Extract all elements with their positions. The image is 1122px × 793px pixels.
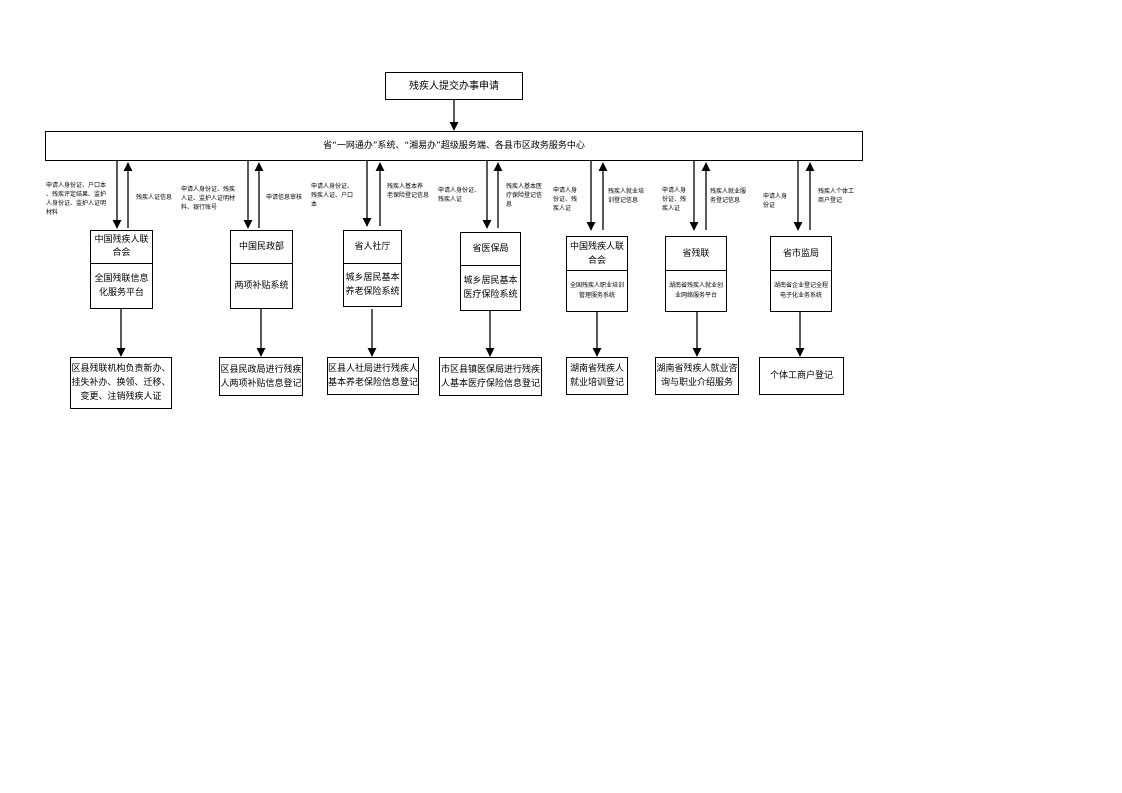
dept-box-col6: 省残联 湖南省残疾人就业创 业网络服务平台 — [665, 236, 727, 312]
system-name: 湖南省残疾人就业创 业网络服务平台 — [668, 282, 723, 299]
system-name: 湖南省企业登记全程 电子化业务系统 — [773, 282, 828, 299]
dept-name: 省市监局 — [771, 237, 831, 271]
dept-name: 中国残疾人联 合会 — [567, 237, 627, 271]
down-label-col7: 申请人身 份证 — [763, 193, 788, 209]
result-label: 湖南省残疾人就业咨 询与职业介绍服务 — [656, 364, 738, 388]
down-label-col2: 申请人身份证、残疾 人证、监护人证明材 料、银行账号 — [181, 186, 236, 211]
result-box-col4: 市区县镇医保局进行残疾 人基本医疗保险信息登记 — [439, 357, 542, 396]
system-name: 城乡居民基本 养老保险系统 — [345, 273, 400, 297]
system-name: 全国残疾人职业培训 管理服务系统 — [569, 282, 624, 299]
result-label: 区县人社局进行残疾人 基本养老保险信息登记 — [328, 364, 419, 388]
up-label-col6: 残疾人就业服 务登记信息 — [710, 188, 747, 204]
dept-name: 省人社厅 — [344, 231, 401, 264]
system-name: 全国残联信息 化服务平台 — [94, 274, 149, 298]
result-label: 区县民政局进行残疾 人两项补贴信息登记 — [220, 364, 302, 389]
dept-name: 中国残疾人联 合会 — [91, 231, 152, 264]
up-label-col1: 残疾人证信息 — [136, 194, 173, 201]
down-label-col5: 申请人身 份证、残 疾人证 — [553, 187, 578, 212]
dept-name: 中国民政部 — [231, 231, 292, 264]
submit-request-box: 残疾人提交办事申请 — [385, 72, 523, 100]
result-label: 市区县镇医保局进行残疾 人基本医疗保险信息登记 — [440, 364, 540, 389]
down-label-col3: 申请人身份证、 残疾人证、户口 本 — [311, 183, 354, 208]
result-box-col6: 湖南省残疾人就业咨 询与职业介绍服务 — [655, 357, 739, 395]
system-name: 两项补贴系统 — [234, 281, 289, 291]
dept-box-col7: 省市监局 湖南省企业登记全程 电子化业务系统 — [770, 236, 832, 312]
dept-box-col3: 省人社厅 城乡居民基本 养老保险系统 — [343, 230, 402, 307]
down-label-col1: 申请人身份证、户口本 、残疾评定结果、监护 人身份证、监护人证明 材料 — [46, 182, 107, 216]
down-label-col6: 申请人身 份证、残 疾人证 — [662, 187, 687, 212]
result-label: 区县残联机构负责新办、 挂失补办、换领、迁移、 变更、注销残疾人证 — [71, 364, 171, 402]
submit-request-label: 残疾人提交办事申请 — [409, 80, 499, 92]
dept-box-col4: 省医保局 城乡居民基本 医疗保险系统 — [460, 232, 521, 311]
up-label-col3: 残疾人基本养 老保险登记信息 — [387, 183, 430, 199]
up-label-col4: 残疾人基本医 疗保险登记信 息 — [506, 183, 543, 208]
result-label: 个体工商户登记 — [769, 371, 833, 381]
result-box-col3: 区县人社局进行残疾人 基本养老保险信息登记 — [327, 357, 419, 395]
dept-name: 省医保局 — [461, 233, 520, 266]
up-label-col7: 残疾人个体工 商户登记 — [818, 188, 855, 204]
down-label-col4: 申请人身份证、 残疾人证 — [438, 187, 481, 203]
dept-box-col2: 中国民政部 两项补贴系统 — [230, 230, 293, 309]
result-label: 湖南省残疾人 就业培训登记 — [569, 364, 624, 388]
up-label-col5: 残疾人就业培 训登记信息 — [608, 188, 645, 204]
dept-box-col1: 中国残疾人联 合会 全国残联信息 化服务平台 — [90, 230, 153, 309]
platform-label: 省“一网通办”系统、“湘易办”超级服务端、各县市区政务服务中心 — [323, 141, 585, 151]
result-box-col5: 湖南省残疾人 就业培训登记 — [566, 357, 628, 395]
platform-bar: 省“一网通办”系统、“湘易办”超级服务端、各县市区政务服务中心 — [45, 131, 863, 161]
dept-box-col5: 中国残疾人联 合会 全国残疾人职业培训 管理服务系统 — [566, 236, 628, 312]
result-box-col2: 区县民政局进行残疾 人两项补贴信息登记 — [219, 357, 303, 396]
system-name: 城乡居民基本 医疗保险系统 — [463, 276, 518, 300]
dept-name: 省残联 — [666, 237, 726, 271]
result-box-col7: 个体工商户登记 — [759, 357, 844, 395]
up-label-col2: 申请信息审核 — [266, 194, 303, 201]
result-box-col1: 区县残联机构负责新办、 挂失补办、换领、迁移、 变更、注销残疾人证 — [70, 357, 172, 409]
